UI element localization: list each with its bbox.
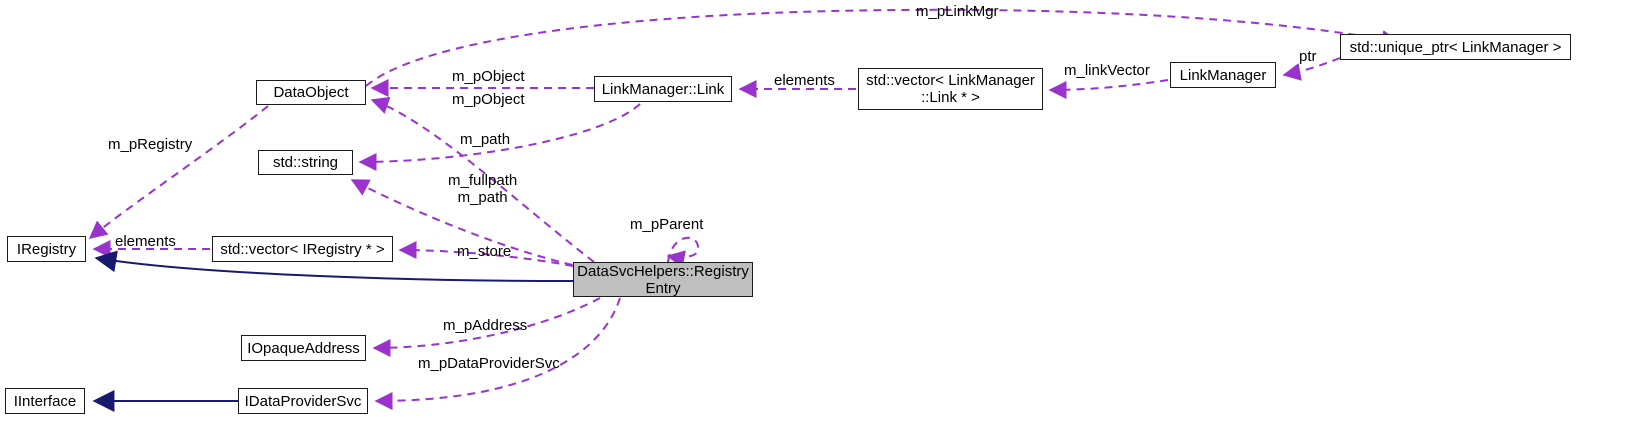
edge-label-m-path: m_path	[460, 131, 511, 148]
edge-ptr	[1282, 57, 1341, 81]
edge-label-m-plinkmgr: m_pLinkMgr	[916, 3, 999, 20]
node-vector-iregistry[interactable]: std::vector< IRegistry * >	[212, 236, 393, 262]
edge-m_pparent	[666, 236, 700, 269]
node-registry-entry[interactable]: DataSvcHelpers::Registry Entry	[573, 262, 753, 297]
edge-label-m-pobject-upper: m_pObject	[452, 68, 525, 85]
edge-label-m-pdataprovidersvc: m_pDataProviderSvc	[418, 355, 560, 372]
inheritance-edges	[92, 250, 574, 412]
edge-m_paddress	[372, 297, 601, 357]
edge-m_store	[398, 241, 574, 267]
edge-m_fullpath	[350, 179, 587, 269]
edge-label-m-store: m_store	[457, 243, 512, 260]
node-linkmanager[interactable]: LinkManager	[1170, 62, 1276, 88]
edge-m_pregistry	[88, 105, 269, 239]
node-data-object[interactable]: DataObject	[256, 80, 366, 105]
edge-m_path	[358, 103, 641, 171]
node-iinterface[interactable]: IInterface	[5, 388, 85, 414]
usage-edges	[88, 8, 1400, 410]
edge-m_pdataprovidersvc	[374, 297, 621, 410]
edge-label-m-pparent: m_pParent	[630, 216, 704, 233]
edge-inherit-iregistry	[94, 250, 574, 282]
edge-label-ptr: ptr	[1299, 48, 1317, 65]
node-linkmanager-link[interactable]: LinkManager::Link	[594, 76, 732, 102]
node-iopaque-address[interactable]: IOpaqueAddress	[241, 335, 366, 361]
edge-label-m-paddress: m_pAddress	[443, 317, 528, 334]
edge-label-elements-iregistry: elements	[115, 233, 176, 250]
edge-m_plinkmgr	[365, 8, 1400, 87]
edge-label-m-fullpath-m-path: m_fullpath m_path	[448, 172, 518, 206]
node-idataprovidersvc[interactable]: IDataProviderSvc	[238, 388, 368, 414]
edge-label-m-linkvector: m_linkVector	[1064, 62, 1150, 79]
edge-label-m-pobject-lower: m_pObject	[452, 91, 525, 108]
edge-label-m-pregistry: m_pRegistry	[108, 136, 193, 153]
edge-m_linkvector	[1048, 79, 1169, 99]
node-iregistry[interactable]: IRegistry	[7, 236, 86, 262]
node-vector-linkmanager-link[interactable]: std::vector< LinkManager ::Link * >	[858, 68, 1043, 110]
edge-label-elements-link: elements	[774, 72, 835, 89]
node-std-string[interactable]: std::string	[258, 150, 353, 175]
node-unique-ptr-linkmanager[interactable]: std::unique_ptr< LinkManager >	[1340, 34, 1571, 60]
